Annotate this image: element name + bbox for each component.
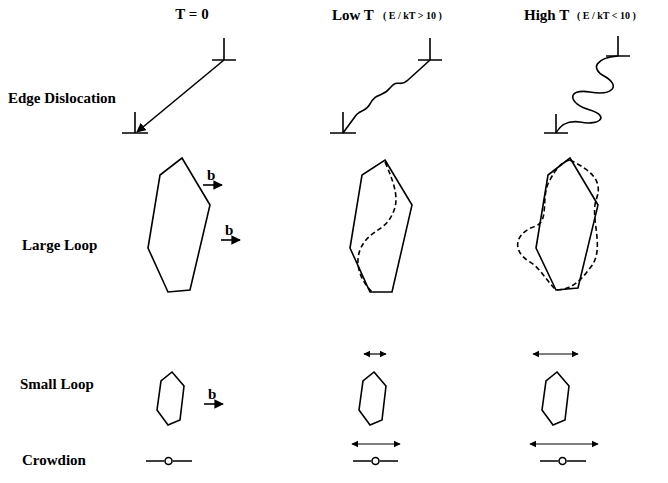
edge-dislocation-low-t [330, 38, 442, 133]
condition-note: ( E / kT > 10 ) [383, 10, 442, 21]
row-label: Large Loop [22, 237, 97, 254]
column-header: High T [524, 7, 569, 24]
row-label: Edge Dislocation [8, 90, 116, 107]
crowdion-low-t [353, 458, 398, 465]
edge-dislocation-t0 [122, 38, 236, 133]
motion-arrow [530, 443, 598, 444]
row-label: Crowdion [22, 452, 86, 469]
small-loop-low-t [359, 372, 386, 425]
motion-arrow [364, 353, 386, 354]
edge-dislocation-high-t [544, 36, 630, 133]
small-loop-high-t [542, 372, 569, 425]
large-loop-t0 [148, 158, 210, 292]
motion-arrow [352, 443, 400, 444]
burgers-arrow [203, 184, 222, 186]
crowdion-t0 [146, 458, 192, 465]
burgers-vector: b [207, 167, 215, 184]
condition-note: ( E / kT < 10 ) [577, 10, 636, 21]
column-header: T = 0 [175, 6, 208, 23]
burgers-arrow [221, 239, 240, 241]
small-loop-t0 [157, 372, 184, 425]
crowdion-high-t [540, 458, 586, 465]
row-label: Small Loop [20, 376, 94, 393]
burgers-arrow [204, 403, 223, 405]
large-loop-high-t [518, 158, 599, 290]
burgers-vector: b [225, 222, 233, 239]
burgers-vector: b [208, 386, 216, 403]
column-header: Low T [332, 7, 374, 24]
large-loop-low-t [350, 160, 412, 292]
motion-arrow [533, 353, 578, 354]
